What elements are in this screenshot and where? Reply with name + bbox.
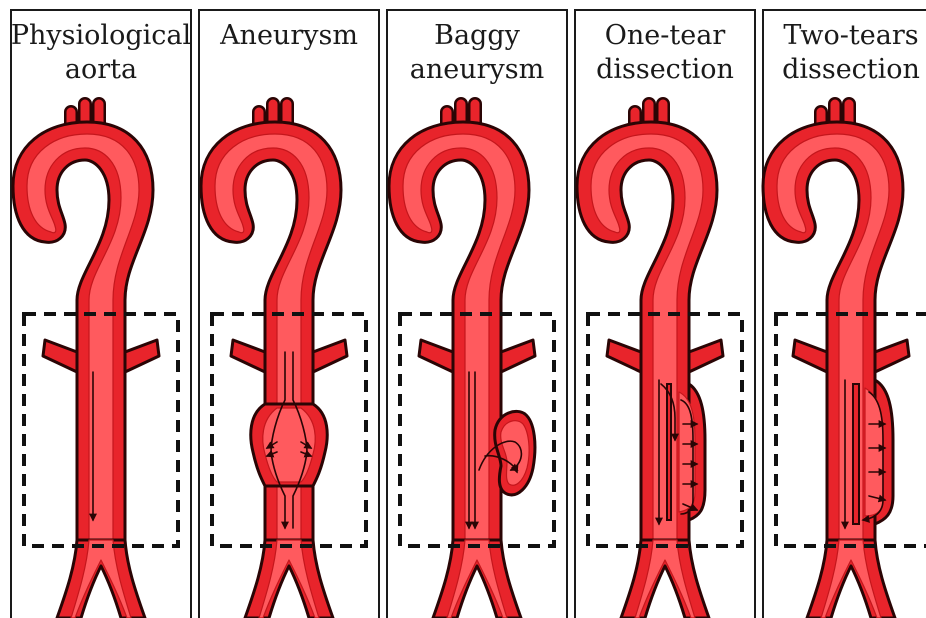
panel-one-tear-dissection: One-tear dissection: [575, 10, 755, 618]
two-tears-dissection-icon: [763, 104, 909, 618]
panel-title: One-tear: [605, 20, 726, 51]
panel-baggy-aneurysm: Baggy aneurysm: [387, 10, 567, 618]
physiological-aorta-icon: [13, 104, 159, 618]
panel-title: aorta: [65, 54, 137, 85]
panel-title: Physiological: [11, 20, 191, 51]
panel-title: dissection: [596, 54, 734, 85]
panel-title: Aneurysm: [219, 20, 358, 51]
baggy-aneurysm-icon: [389, 104, 535, 618]
panel-two-tears-dissection: Two-tears dissection: [763, 10, 926, 618]
panel-physiological-aorta: Physiological aorta: [11, 10, 191, 618]
panel-aneurysm: Aneurysm: [199, 10, 379, 618]
panel-title: Two-tears: [783, 20, 918, 51]
panel-title: Baggy: [434, 20, 521, 51]
panel-title: aneurysm: [410, 54, 544, 85]
one-tear-dissection-icon: [577, 104, 723, 618]
aneurysm-icon: [201, 104, 347, 618]
panel-title: dissection: [782, 54, 920, 85]
